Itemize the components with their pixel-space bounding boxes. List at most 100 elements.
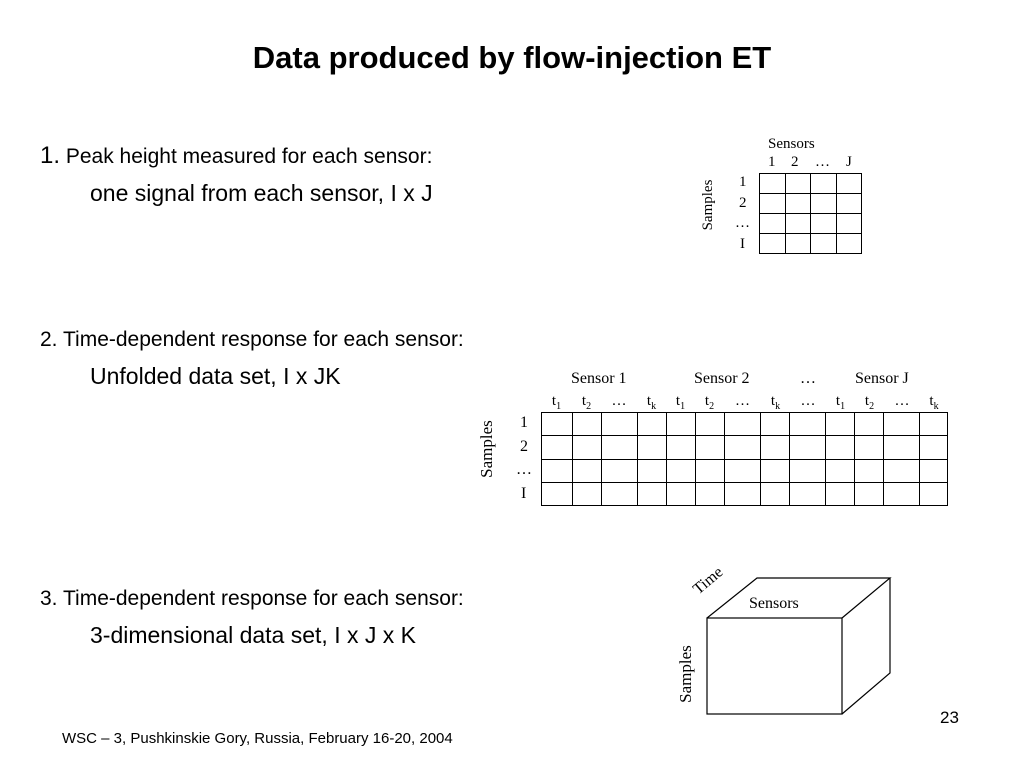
item-1-heading: Peak height measured for each sensor:: [65, 145, 433, 168]
grid-cell: [883, 435, 920, 460]
item-3-heading-line: 3. Time-dependent response for each sens…: [40, 587, 464, 611]
grid-cell: [694, 411, 725, 437]
time-label-subscript: k: [933, 401, 939, 412]
time-column-label: tk: [761, 393, 790, 412]
grid-cell: [571, 458, 602, 483]
sample-row-label: 2: [739, 195, 747, 211]
time-label-base: t: [551, 393, 557, 409]
time-label-base: t: [646, 393, 652, 409]
item-2-heading: Time-dependent response for each sensor:: [62, 328, 464, 351]
grid-cell: [541, 411, 573, 437]
unfolded-matrix-grid: [541, 411, 949, 507]
samples-axis-label: Samples: [477, 420, 496, 478]
time-label-subscript: 2: [869, 401, 875, 412]
grid-cell: [600, 411, 638, 437]
time-label-base: t: [770, 393, 776, 409]
sensor-group-label: Sensor J: [855, 370, 909, 387]
sensor-col-label: J: [846, 154, 852, 170]
grid-cell: [760, 411, 791, 437]
sensor-col-label: …: [815, 154, 830, 170]
item-2-number: 2.: [40, 328, 58, 351]
time-label-base: …: [611, 393, 627, 409]
sensor-col-label: 1: [768, 154, 776, 170]
time-label-base: t: [929, 393, 934, 409]
item-3-number: 3.: [40, 587, 58, 610]
time-label-base: …: [800, 393, 816, 409]
grid-row: [541, 458, 949, 483]
cube-sensors-label: Sensors: [749, 595, 799, 612]
grid-cell: [760, 481, 791, 507]
time-column-label: …: [724, 393, 761, 410]
time-label-subscript: k: [775, 401, 781, 412]
time-column-label: t1: [666, 393, 695, 412]
grid-cell: [789, 411, 827, 437]
grid-cell: [789, 435, 827, 460]
grid-cell: [636, 458, 667, 483]
item-2-detail: Unfolded data set, I x JK: [90, 363, 341, 389]
time-label-subscript: 1: [840, 401, 846, 412]
grid-cell: [665, 481, 696, 507]
grid-cell: [883, 458, 920, 483]
grid-cell: [760, 435, 791, 460]
time-label-subscript: 1: [680, 401, 686, 412]
grid-cell: [854, 435, 885, 460]
slide-title: Data produced by flow-injection ET: [252, 40, 772, 75]
cube-samples-label: Samples: [676, 645, 695, 703]
sample-row-label: …: [516, 461, 532, 478]
grid-cell: [600, 458, 638, 483]
time-label-base: t: [675, 393, 681, 409]
samples-axis-label: Samples: [700, 179, 716, 231]
sample-row-label: I: [740, 236, 745, 252]
grid-cell: [600, 481, 638, 507]
grid-cell: [883, 481, 920, 507]
grid-cell: [723, 411, 762, 437]
grid-cell: [694, 481, 725, 507]
time-label-subscript: 2: [586, 401, 592, 412]
grid-cell: [825, 458, 856, 483]
time-column-label: tk: [920, 393, 948, 412]
grid-cell: [825, 481, 856, 507]
sensor-group-label: Sensor 2: [694, 370, 750, 387]
time-label-subscript: k: [651, 401, 657, 412]
item-3-detail: 3-dimensional data set, I x J x K: [90, 622, 416, 648]
grid-cell: [541, 458, 573, 483]
grid-cell: [600, 435, 638, 460]
grid-cell: [760, 458, 791, 483]
time-label-base: t: [581, 393, 587, 409]
grid-cell: [918, 435, 949, 460]
grid-cell: [571, 411, 602, 437]
sensors-label: Sensors: [768, 136, 815, 152]
grid-cell: [883, 411, 920, 437]
time-label-base: t: [704, 393, 710, 409]
grid-row: [541, 411, 949, 437]
time-column-label: tk: [637, 393, 666, 412]
grid-cell: [541, 435, 573, 460]
grid-cell: [723, 481, 762, 507]
grid-cell: [665, 435, 696, 460]
grid-cell: [665, 458, 696, 483]
time-label-subscript: 2: [709, 401, 715, 412]
grid-cell: [723, 458, 762, 483]
sensor-group-label: …: [800, 370, 816, 387]
grid-cell: [636, 411, 667, 437]
grid-row: [541, 481, 949, 507]
time-column-label: …: [790, 393, 826, 410]
cube-front-face: [706, 617, 843, 715]
time-label-subscript: 1: [556, 401, 562, 412]
sample-row-label: 1: [739, 174, 747, 190]
grid-cell: [825, 411, 856, 437]
grid-cell: [723, 435, 762, 460]
footer-text: WSC – 3, Pushkinskie Gory, Russia, Febru…: [62, 730, 453, 747]
cube-top-face: [706, 577, 892, 619]
time-column-label: t2: [695, 393, 724, 412]
grid-cell: [854, 481, 885, 507]
sample-row-label: 2: [520, 438, 528, 455]
grid-cell: [854, 411, 885, 437]
grid-cell: [694, 458, 725, 483]
data-cube-drawing: [706, 577, 892, 715]
time-label-base: t: [835, 393, 841, 409]
grid-cell: [636, 481, 667, 507]
item-2-heading-line: 2. Time-dependent response for each sens…: [40, 328, 464, 352]
grid-cell: [918, 411, 949, 437]
grid-cell: [789, 481, 827, 507]
